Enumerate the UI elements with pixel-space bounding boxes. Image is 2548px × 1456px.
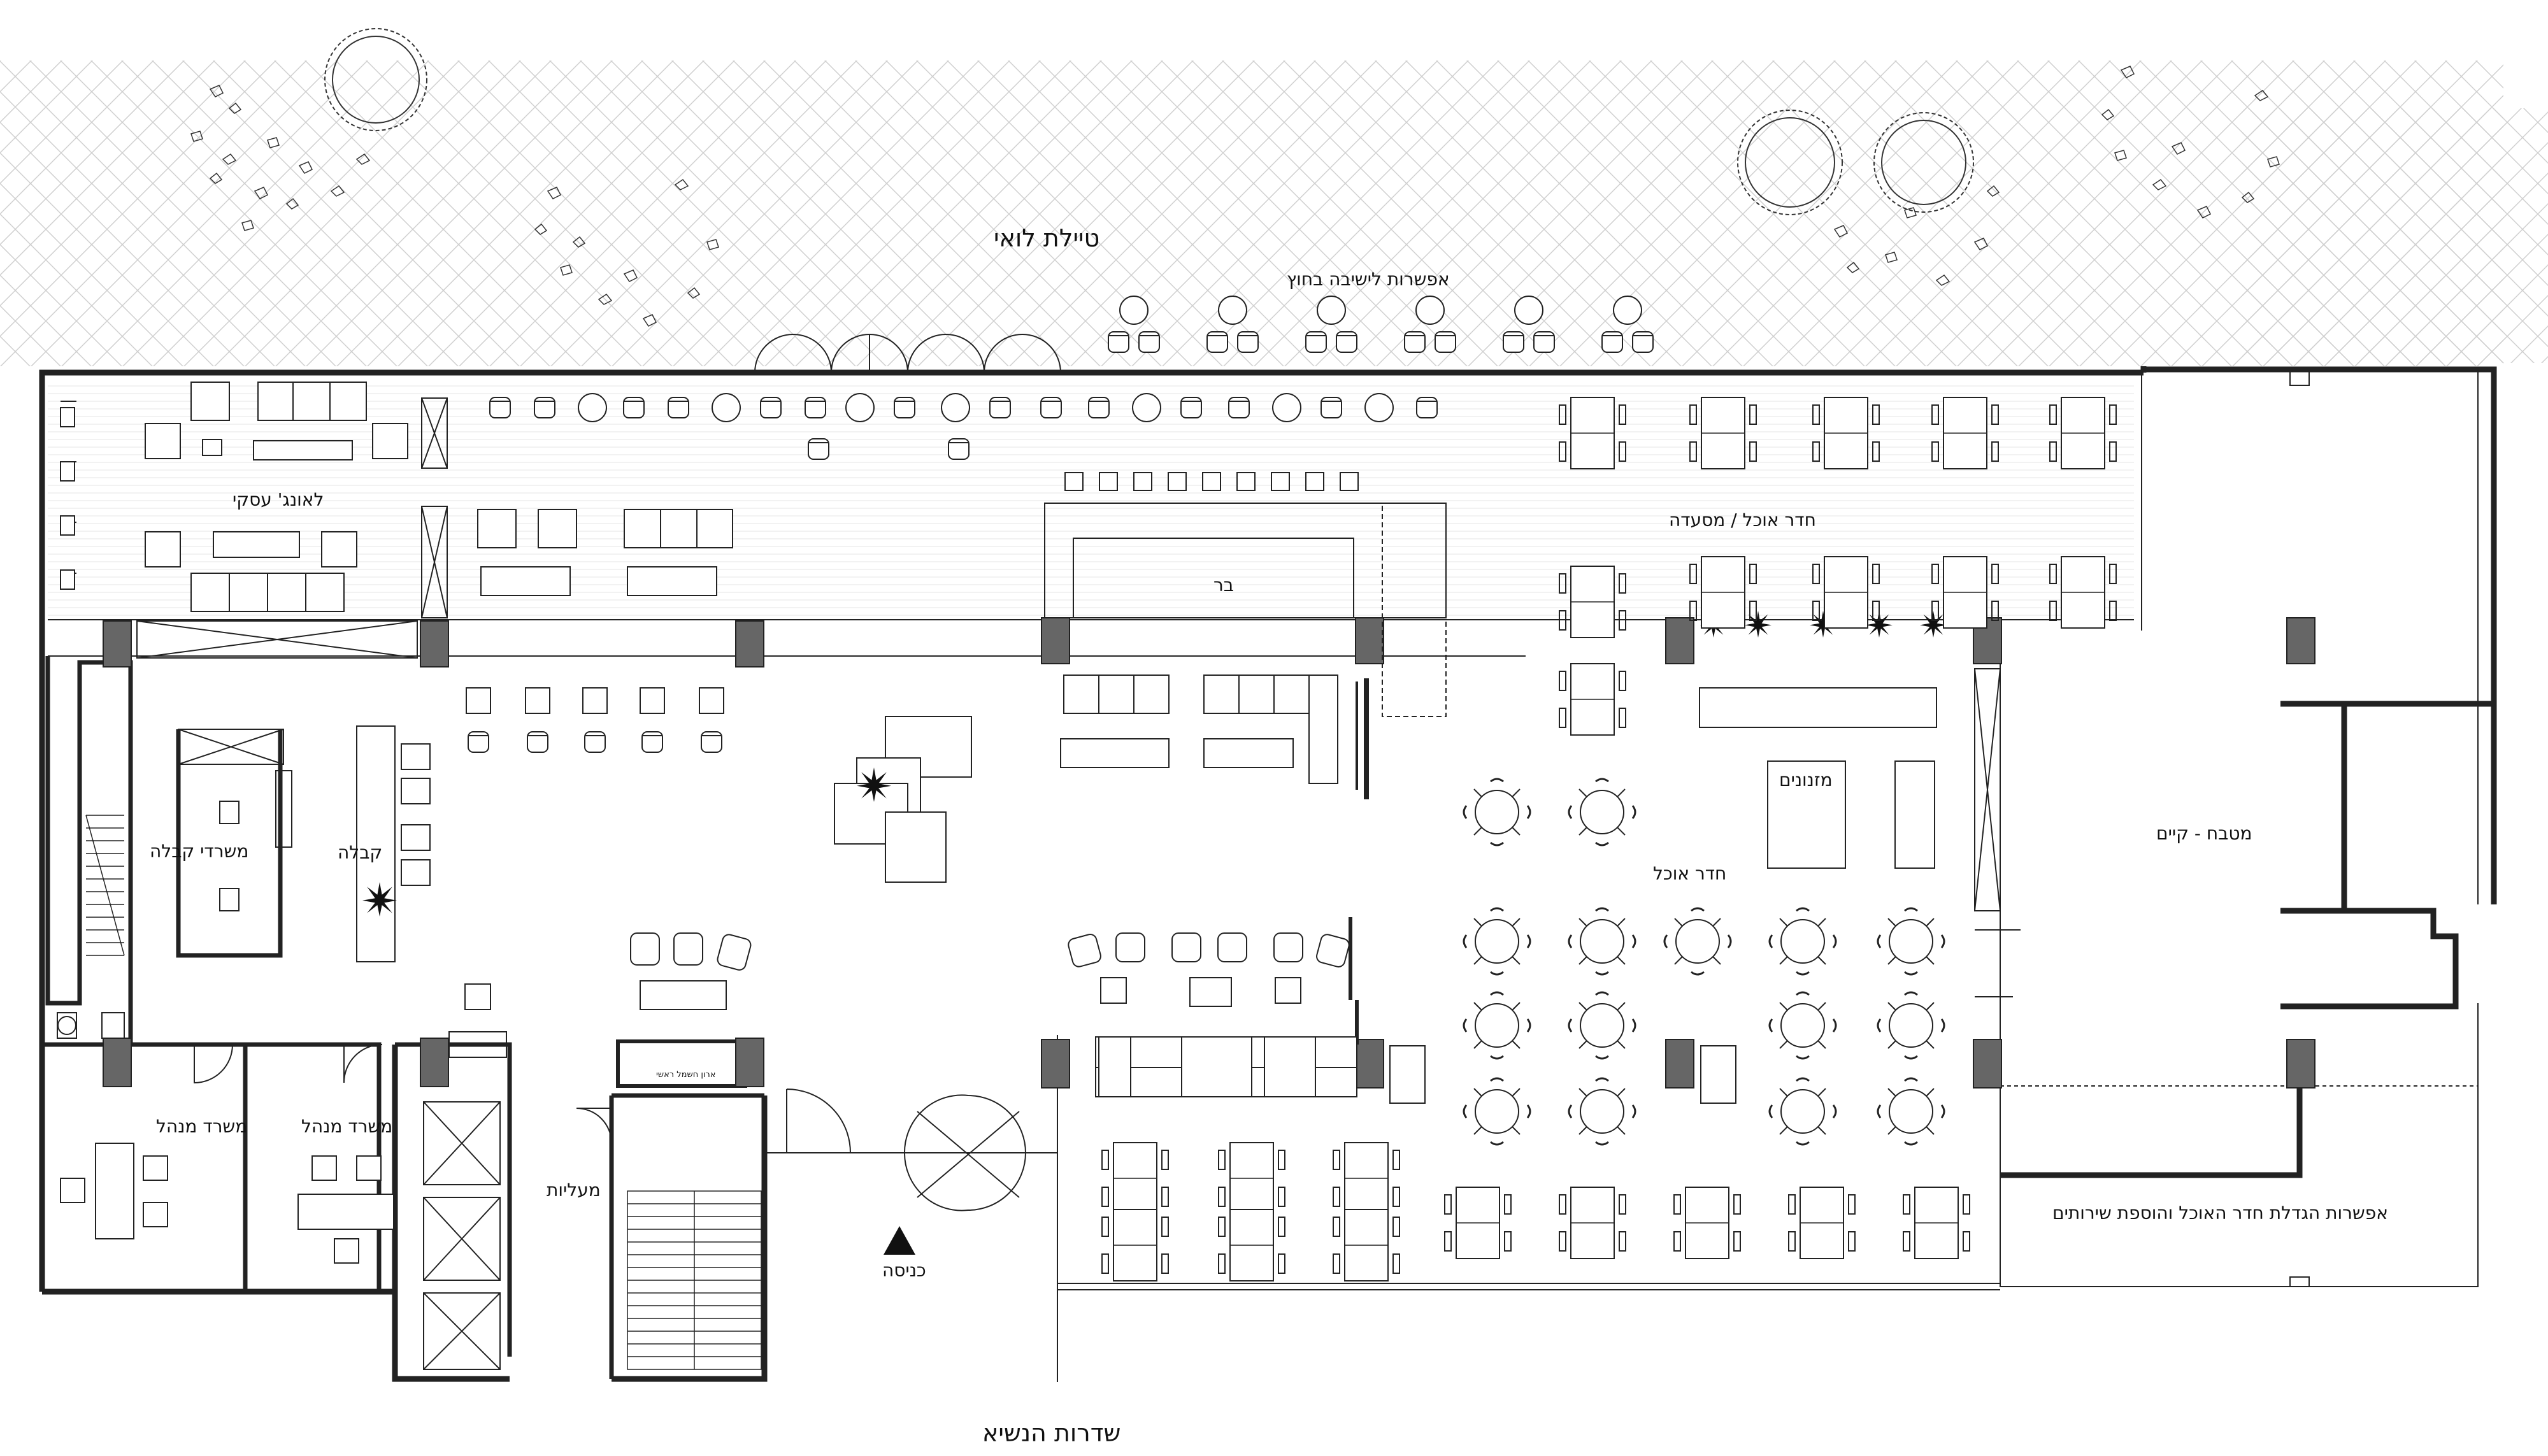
columns bbox=[103, 617, 2315, 1088]
outdoor-seating-label: אפשרות לישיבה בחוץ bbox=[1287, 269, 1450, 290]
reception-furniture bbox=[178, 725, 431, 962]
promenade-label: טיילת לואי bbox=[994, 224, 1100, 252]
stone-cluster-4 bbox=[2101, 66, 2280, 218]
bar-stools bbox=[1064, 472, 1359, 491]
entrance-arrow-icon bbox=[884, 1226, 915, 1255]
outer-walls bbox=[39, 366, 2497, 1382]
expansion-label: אפשרות הגדלת חדר האוכל והוספת שירותים bbox=[2052, 1203, 2388, 1224]
deck-strip bbox=[48, 379, 2134, 620]
facade-door-arcs bbox=[754, 334, 1061, 373]
bar-label: בר bbox=[1213, 575, 1234, 596]
dining-buffet bbox=[1699, 687, 1937, 869]
glass-partitions bbox=[136, 397, 2001, 911]
tree-2 bbox=[1737, 110, 1843, 215]
bar-counter bbox=[1044, 503, 1447, 799]
sideboards-label: מזנונים bbox=[1779, 769, 1833, 790]
street-label: שדרות הנשיא bbox=[982, 1419, 1121, 1447]
promenade-hatch-right bbox=[2242, 108, 2548, 363]
misc-marks bbox=[1975, 369, 2310, 1287]
elevators-label: מעליות bbox=[547, 1180, 601, 1201]
lounge-furniture bbox=[60, 382, 733, 612]
stone-cluster-2 bbox=[534, 178, 719, 327]
kitchen-label: מטבח - קיים bbox=[2156, 823, 2252, 844]
thin-walls bbox=[48, 369, 2479, 1382]
lobby-chairs bbox=[466, 687, 724, 753]
reception-offices-label: משרדי קבלה bbox=[150, 841, 249, 862]
storage-box bbox=[616, 1039, 747, 1088]
entrance-label: כניסה bbox=[882, 1260, 926, 1281]
stone-cluster-3 bbox=[1833, 185, 2000, 286]
reception-label: קבלה bbox=[338, 842, 383, 863]
tree-3 bbox=[1873, 112, 1974, 213]
stair-left bbox=[85, 815, 125, 956]
lobby-lower-seating bbox=[464, 932, 1350, 1010]
manager-office-2-label: משרד מנהל bbox=[301, 1116, 393, 1137]
kitchen-walls bbox=[2000, 701, 2494, 1178]
business-lounge-label: לאונג' עסקי bbox=[233, 489, 324, 510]
storage-label: ארון חשמל ראשי bbox=[656, 1070, 716, 1080]
dining-restaurant-label: חדר אוכל / מסעדה bbox=[1669, 510, 1816, 531]
dining-room-label: חדר אוכל bbox=[1653, 863, 1727, 884]
bar-sofas bbox=[1060, 674, 1338, 784]
manager-office-1-label: משרד מנהל bbox=[156, 1116, 248, 1137]
stair-main bbox=[627, 1190, 762, 1370]
promenade-hatch bbox=[0, 61, 2503, 366]
reception-office-walls bbox=[176, 729, 283, 958]
door-swings bbox=[194, 1044, 1027, 1211]
lobby-tables bbox=[834, 716, 972, 883]
stone-cluster-1 bbox=[190, 85, 371, 231]
tree-1 bbox=[324, 28, 427, 131]
dining-counter bbox=[1095, 1036, 1736, 1104]
office-furniture bbox=[57, 1012, 394, 1264]
elevators-block bbox=[423, 1031, 507, 1370]
